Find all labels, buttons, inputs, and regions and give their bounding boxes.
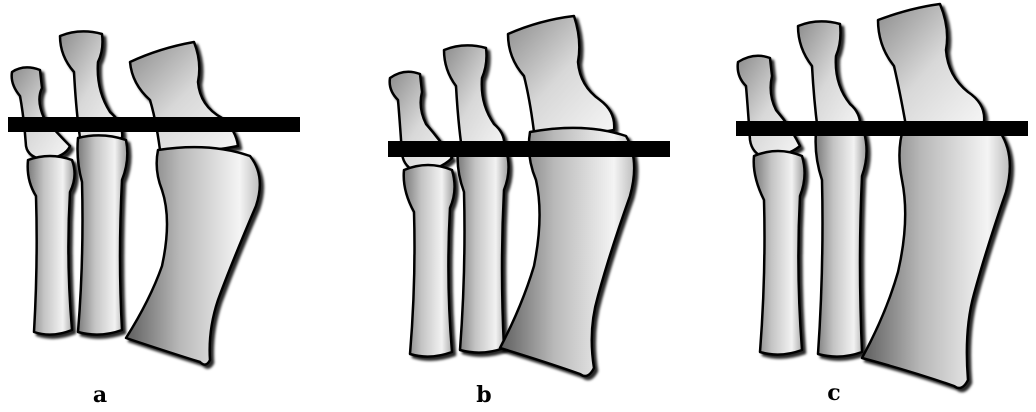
panel-c-small-phalanx (738, 56, 800, 158)
panel-c-middle-metatarsal (816, 128, 867, 357)
panel-a-plate (8, 117, 300, 132)
panel-c-label: c (827, 380, 840, 406)
panel-a-small-metatarsal (28, 156, 75, 335)
panel-a-label: a (93, 382, 107, 408)
panel-a-large-metatarsal (126, 147, 260, 364)
panel-b-middle-metatarsal (458, 146, 509, 353)
panel-c-middle-phalanx (798, 21, 860, 134)
panel-a-large-phalanx (130, 42, 238, 151)
panel-a-middle-metatarsal (78, 135, 128, 334)
panel-c-large-phalanx (878, 4, 984, 127)
panel-b-large-phalanx (508, 16, 614, 135)
panel-c: c (736, 4, 1028, 406)
panel-c-large-metatarsal (862, 123, 1010, 388)
panel-b-small-metatarsal (404, 165, 455, 357)
panel-b-label: b (476, 382, 491, 408)
panel-b-middle-phalanx (444, 45, 504, 152)
panel-c-small-metatarsal (754, 151, 805, 355)
panel-b-large-metatarsal (500, 128, 634, 376)
panel-b: b (388, 16, 670, 408)
panel-a: a (8, 31, 300, 408)
panel-c-plate (736, 121, 1028, 136)
panel-a-small-phalanx (12, 67, 70, 160)
panel-b-plate (388, 141, 670, 157)
